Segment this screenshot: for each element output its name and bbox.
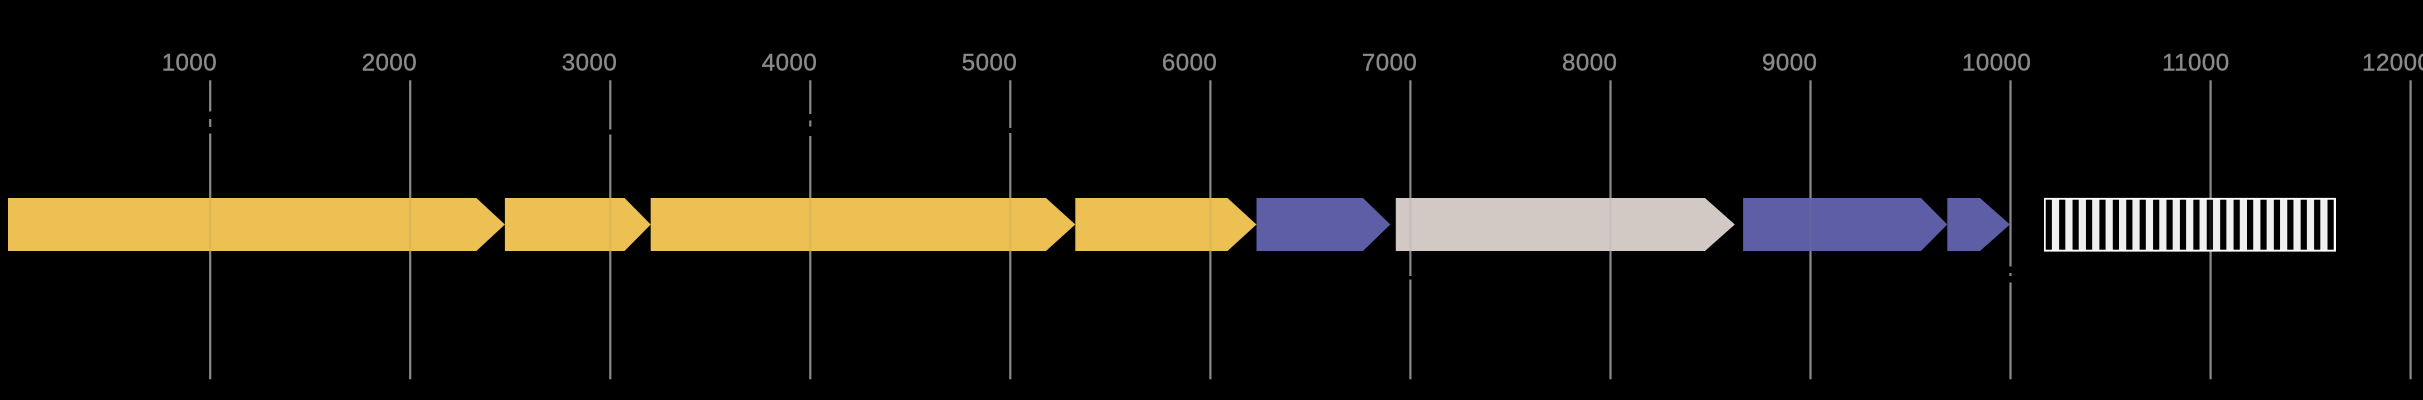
svg-text:10000: 10000 (1962, 50, 2031, 77)
svg-text:3000: 3000 (562, 50, 617, 77)
svg-text:5000: 5000 (962, 50, 1017, 77)
svg-text:11000: 11000 (2162, 50, 2229, 77)
svg-text:2000: 2000 (362, 50, 417, 77)
svg-text:12000: 12000 (2362, 50, 2423, 77)
svg-text:6000: 6000 (1162, 50, 1217, 77)
svg-text:7000: 7000 (1362, 50, 1417, 77)
svg-text:1000: 1000 (162, 50, 217, 77)
svg-text:4000: 4000 (762, 50, 817, 77)
svg-text:8000: 8000 (1562, 50, 1617, 77)
svg-text:9000: 9000 (1762, 50, 1817, 77)
